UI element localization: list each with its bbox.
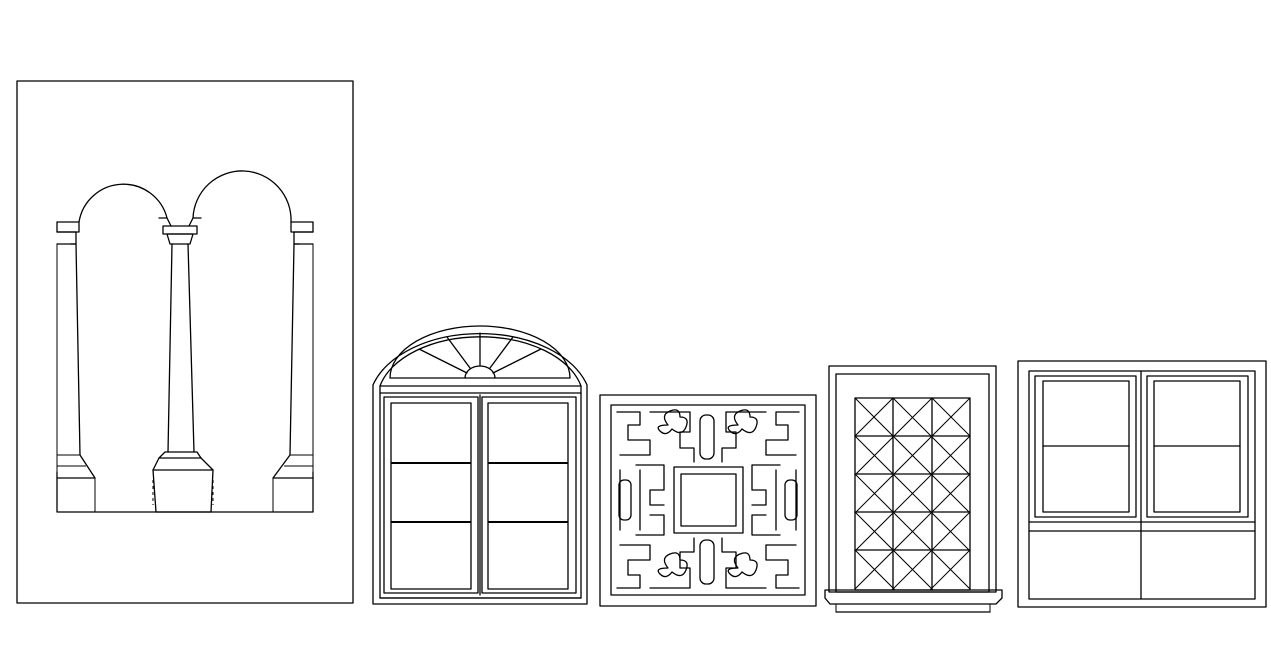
grille-outer-frame	[828, 365, 997, 593]
fanlight	[389, 325, 571, 379]
left-arch	[78, 183, 168, 223]
upper-left-sash	[1034, 375, 1137, 518]
window-sill	[824, 589, 1003, 605]
arched-casement-window	[372, 325, 588, 605]
lattice-outer-frame	[599, 394, 817, 607]
lattice-centre-square	[680, 473, 737, 527]
upper-right-sash	[1146, 375, 1249, 518]
diamond-diagonals	[854, 397, 971, 591]
arched-window-outer-frame	[372, 333, 588, 605]
arched-colonnade-panel	[16, 80, 354, 604]
transom-casement-window	[1017, 360, 1267, 608]
casement-outer-frame	[1017, 360, 1267, 608]
right-arch	[192, 170, 292, 223]
jali-lattice-window	[599, 394, 817, 607]
diamond-grille-window	[824, 365, 1003, 613]
lattice-motifs	[616, 409, 800, 589]
central-column	[152, 225, 214, 513]
grille-panel	[854, 397, 971, 591]
colonnade-frame	[16, 80, 354, 604]
